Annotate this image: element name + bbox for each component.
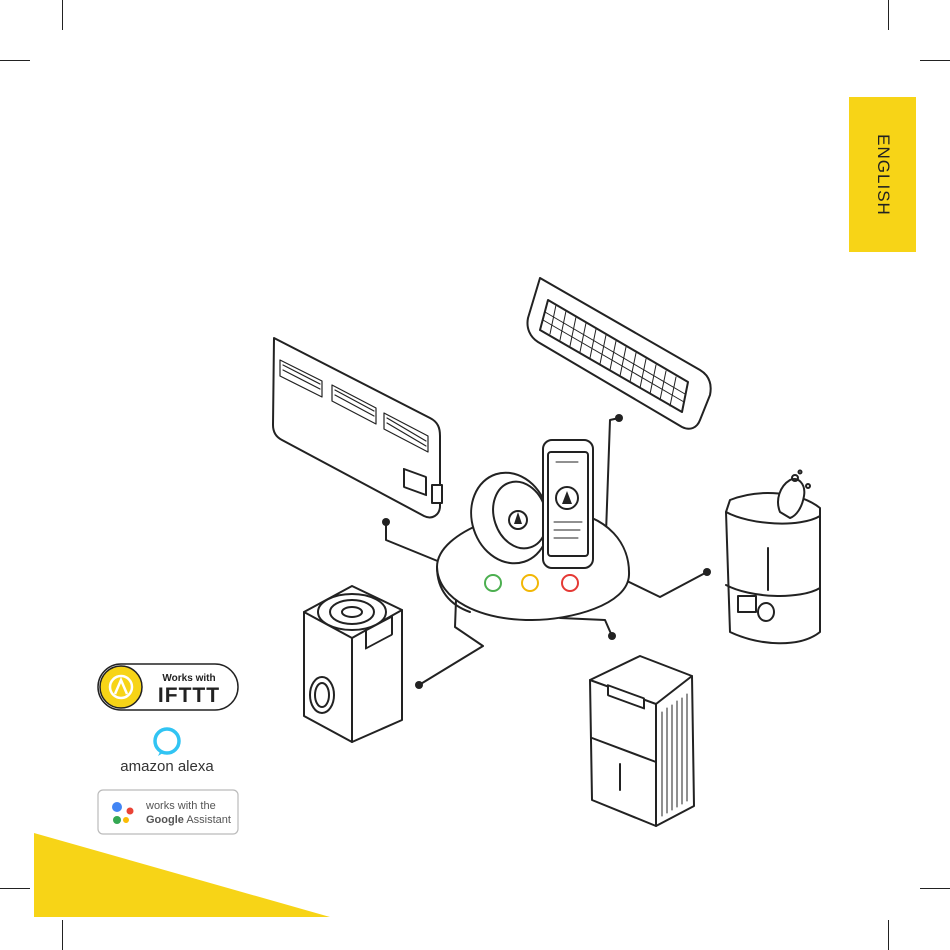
svg-text:Google Assistant: Google Assistant [146, 814, 231, 826]
alexa-icon [155, 729, 179, 753]
status-indicators [485, 575, 578, 591]
alexa-badge: amazon alexa [120, 729, 214, 775]
air-purifier [304, 586, 402, 742]
ifttt-line2: IFTTT [158, 684, 220, 707]
alexa-label: amazon alexa [120, 758, 214, 775]
ifttt-line1: Works with [162, 673, 215, 684]
google-line2-bold: Google [146, 814, 184, 826]
air-conditioner [527, 278, 710, 429]
humidifier [726, 471, 820, 644]
smartphone [543, 440, 593, 568]
google-line2-rest: Assistant [184, 814, 231, 826]
status-indicator-green [485, 575, 501, 591]
google-line1: works with the [145, 800, 216, 812]
ifttt-badge: Works with IFTTT [98, 664, 238, 710]
status-indicator-yellow [522, 575, 538, 591]
panel-heater [273, 338, 442, 517]
status-indicator-red [562, 575, 578, 591]
google-assistant-badge: works with the Google Assistant [98, 790, 238, 834]
dehumidifier [590, 656, 694, 826]
